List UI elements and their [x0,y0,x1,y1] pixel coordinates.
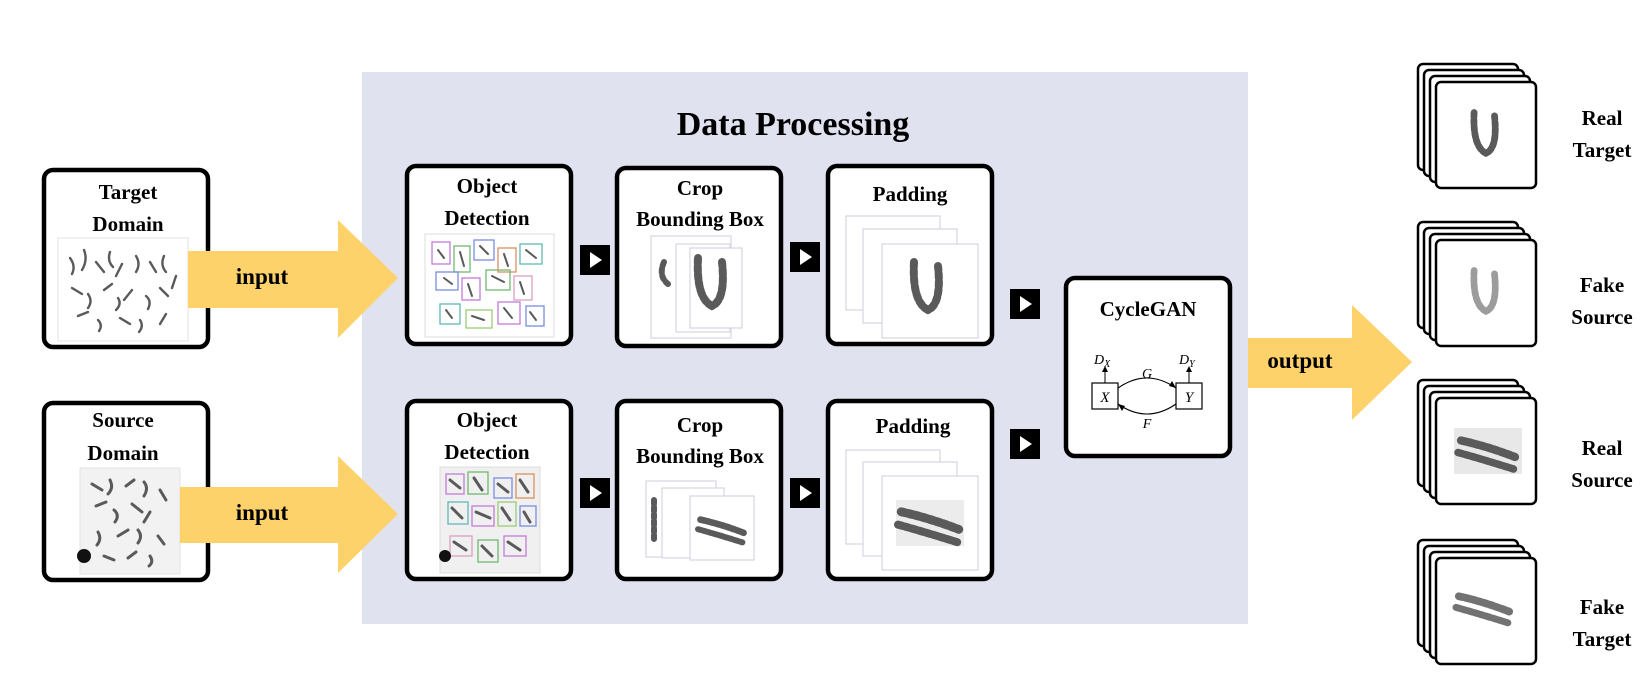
object-detection-label-2-bottom: Detection [444,440,529,464]
source-domain-label-1: Source [92,408,153,432]
output-real-target: Real Target [1416,62,1632,190]
output-label-3-line1: Real [1582,436,1623,460]
node-y-label: Y [1185,390,1195,406]
step-arrow-4 [580,478,610,508]
output-label-1-line1: Real [1582,106,1623,130]
step-arrow-6 [1010,429,1040,459]
target-domain-box: Target Domain [41,167,211,350]
output-fake-target: Fake Target [1416,538,1632,666]
padding-box-bottom: Padding [825,398,995,582]
input-arrow-bottom: input [180,456,398,573]
padding-box-top: Padding [825,163,995,347]
target-domain-label-1: Target [99,180,158,204]
detection-image-top [424,233,555,338]
crop-image-bottom [645,480,755,561]
object-detection-box-top: Object Detection [404,163,574,347]
input-label-top: input [236,264,289,289]
crop-label-1: Crop [677,176,723,200]
input-arrow-top: input [188,220,398,338]
object-detection-label-2: Detection [444,206,529,230]
discriminator-x-label: DX [1093,353,1111,370]
object-detection-box-bottom: Object Detection [404,398,574,582]
output-label-2-line1: Fake [1580,273,1624,297]
cyclegan-schematic: X Y G F DX DY [1081,343,1211,432]
input-label-bottom: input [236,500,289,525]
crop-label-1-bottom: Crop [677,413,723,437]
source-domain-box: Source Domain [41,400,211,583]
output-label-4-line2: Target [1573,627,1632,651]
crop-box-top: Crop Bounding Box [614,165,784,349]
padding-image-bottom [845,449,979,571]
padding-label-top: Padding [873,182,948,206]
padding-label-bottom: Padding [876,414,951,438]
target-domain-image [57,237,189,342]
node-x-label: X [1099,390,1110,406]
node-x [1091,382,1119,410]
source-domain-label-2: Domain [87,441,158,465]
crop-image-top [650,235,743,339]
source-domain-image [77,467,181,575]
crop-label-2: Bounding Box [636,207,764,231]
step-arrow-2 [790,242,820,272]
padding-image-top [845,215,979,339]
data-processing-title: Data Processing [677,106,910,143]
detection-image-bottom [439,466,541,574]
crop-box-bottom: Crop Bounding Box [614,398,784,582]
output-label-1-line2: Target [1573,138,1632,162]
generator-g-label: G [1142,367,1152,382]
generator-f-label: F [1142,417,1152,432]
cyclegan-box: CycleGAN X Y G F DX DY [1063,275,1233,459]
output-label-4-line1: Fake [1580,595,1624,619]
discriminator-y-label: DY [1178,353,1196,370]
output-real-source: Real Source [1416,378,1633,506]
node-y [1175,382,1203,410]
object-detection-label-1-bottom: Object [457,408,518,432]
output-label-3-line2: Source [1571,468,1632,492]
output-fake-source: Fake Source [1416,220,1633,348]
output-label: output [1267,348,1333,373]
step-arrow-3 [1010,289,1040,319]
object-detection-label-1: Object [457,174,518,198]
cyclegan-label: CycleGAN [1100,297,1197,321]
step-arrow-5 [790,478,820,508]
output-arrow: output [1248,305,1412,420]
step-arrow-1 [580,245,610,275]
crop-label-2-bottom: Bounding Box [636,444,764,468]
output-label-2-line2: Source [1571,305,1632,329]
target-domain-label-2: Domain [92,212,163,236]
